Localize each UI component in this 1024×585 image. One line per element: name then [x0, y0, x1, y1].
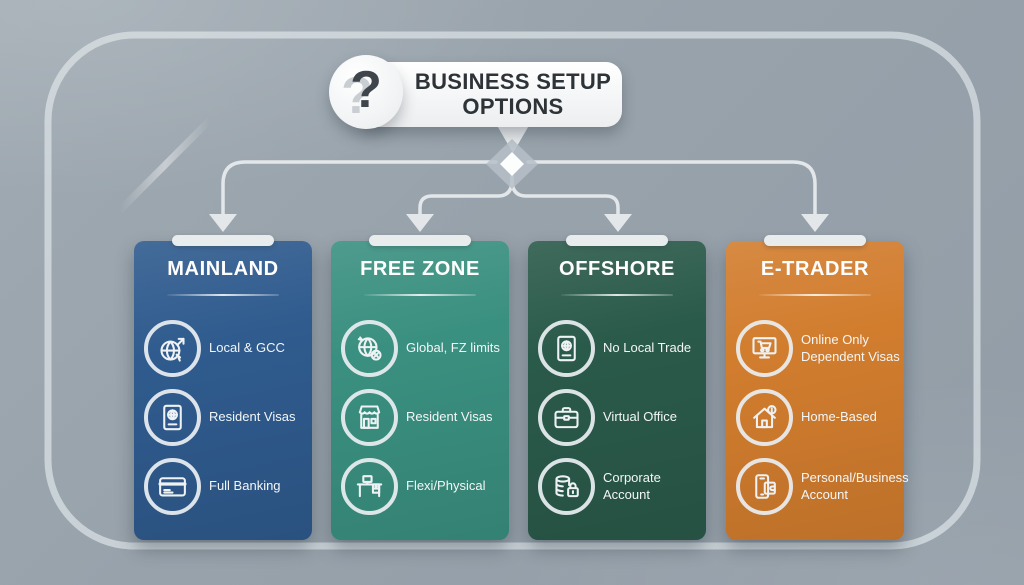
title-divider	[759, 294, 871, 296]
coins-lock-icon	[538, 458, 595, 515]
arrow-down-icon	[209, 214, 829, 232]
list-item: Resident Visas	[341, 389, 505, 446]
storefront-icon	[341, 389, 398, 446]
card-top-tab	[566, 235, 668, 246]
list-item: Resident Visas	[144, 389, 308, 446]
card-top-tab	[369, 235, 471, 246]
list-item: Local & GCC	[144, 320, 308, 377]
card-title: FREE ZONE	[360, 258, 480, 280]
credit-card-icon	[144, 458, 201, 515]
list-item: Online Only Dependent Visas	[736, 320, 900, 377]
card-top-tab	[764, 235, 866, 246]
card-mainland: MAINLAND Local & GCC Resident Visas Full…	[134, 235, 312, 540]
card-title: E-TRADER	[760, 258, 870, 280]
page-title: BUSINESS SETUP OPTIONS	[414, 68, 612, 119]
question-mark-icon: ?	[329, 55, 403, 129]
list-item: Global, FZ limits	[341, 320, 505, 377]
card-title: OFFSHORE	[559, 258, 675, 280]
title-divider	[167, 294, 279, 296]
list-item: No Local Trade	[538, 320, 702, 377]
title-divider	[364, 294, 476, 296]
card-offshore: OFFSHORE No Local Trade Virtual Office C…	[528, 235, 706, 540]
globe-restricted-icon	[341, 320, 398, 377]
title-divider	[561, 294, 673, 296]
passport-icon	[144, 389, 201, 446]
phone-wallet-icon	[736, 458, 793, 515]
card-title: MAINLAND	[167, 258, 279, 280]
passport-icon	[538, 320, 595, 377]
briefcase-icon	[538, 389, 595, 446]
globe-arrow-icon	[144, 320, 201, 377]
card-free-zone: FREE ZONE Global, FZ limits Resident Vis…	[331, 235, 509, 540]
house-info-icon	[736, 389, 793, 446]
list-item: Personal/Business Account	[736, 458, 909, 515]
list-item: Home-Based	[736, 389, 900, 446]
decision-diamond-icon	[486, 139, 538, 189]
list-item: Virtual Office	[538, 389, 702, 446]
card-top-tab	[172, 235, 274, 246]
card-e-trader: E-TRADER Online Only Dependent Visas Hom…	[726, 235, 909, 540]
monitor-cart-icon	[736, 320, 793, 377]
desk-icon	[341, 458, 398, 515]
list-item: Corporate Account	[538, 458, 702, 515]
list-item: Full Banking	[144, 458, 308, 515]
list-item: Flexi/Physical	[341, 458, 505, 515]
